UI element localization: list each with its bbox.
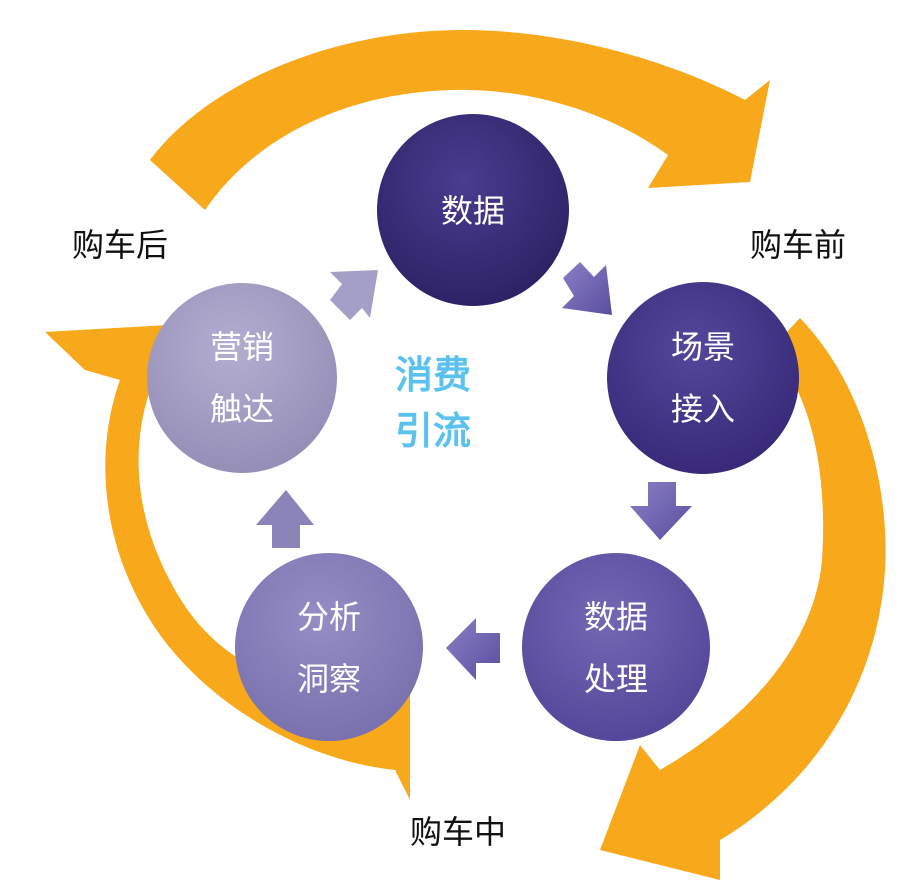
node-process-label-line1: 数据 — [584, 598, 648, 636]
connector-arrows — [256, 262, 692, 680]
node-insight: 分析 洞察 — [235, 553, 423, 741]
node-scene-circle — [607, 282, 799, 474]
node-marketing-label-line2: 触达 — [210, 390, 274, 428]
arrow-scene-to-process — [630, 482, 692, 540]
stage-label-before: 购车前 — [750, 226, 846, 264]
node-data: 数据 — [377, 114, 569, 306]
node-process-label-line2: 处理 — [584, 660, 648, 698]
stage-label-after: 购车后 — [72, 226, 168, 264]
center-label-line1: 消费 — [395, 353, 471, 397]
stage-label-during: 购车中 — [410, 813, 506, 851]
node-insight-label-line2: 洞察 — [297, 660, 361, 698]
arrow-data-to-scene — [562, 262, 612, 315]
node-scene-label-line2: 接入 — [671, 390, 735, 428]
center-label: 消费 引流 — [395, 353, 471, 453]
ring-arrow-right — [600, 318, 886, 880]
center-label-line2: 引流 — [395, 409, 471, 453]
node-scene: 场景 接入 — [607, 282, 799, 474]
arrow-process-to-insight — [446, 618, 500, 680]
node-process-circle — [522, 553, 710, 741]
node-insight-label-line1: 分析 — [297, 598, 361, 636]
node-insight-circle — [235, 553, 423, 741]
node-marketing: 营销 触达 — [147, 283, 337, 473]
node-marketing-circle — [147, 283, 337, 473]
ring-arrows — [45, 29, 886, 880]
node-process: 数据 处理 — [522, 553, 710, 741]
ring-arrow-left — [45, 325, 410, 800]
arrow-insight-to-marketing — [256, 490, 314, 548]
node-marketing-label-line1: 营销 — [210, 328, 274, 366]
ring-arrow-top — [150, 29, 770, 210]
node-data-circle — [377, 114, 569, 306]
arrow-marketing-to-data — [330, 270, 378, 320]
node-data-label: 数据 — [441, 192, 505, 230]
node-scene-label-line1: 场景 — [671, 328, 735, 366]
